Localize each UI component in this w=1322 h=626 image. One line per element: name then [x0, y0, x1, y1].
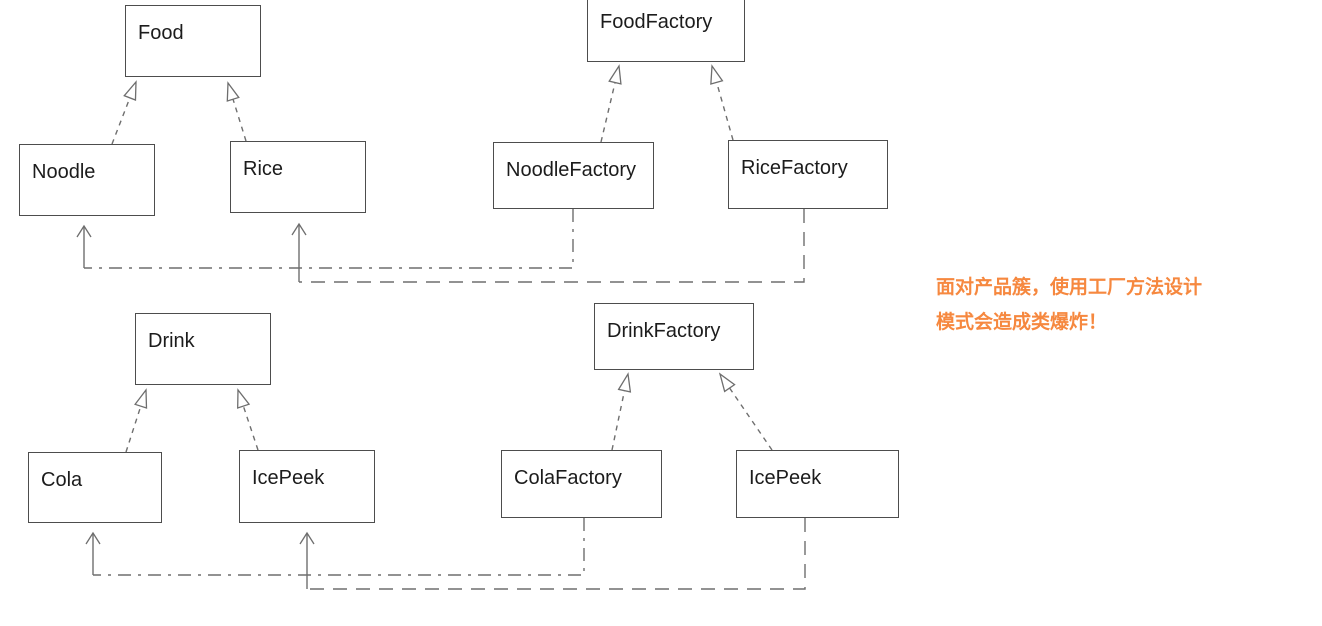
class-name-drink: Drink — [148, 330, 195, 352]
class-name-noodle: Noodle — [32, 161, 96, 183]
class-name-food: Food — [138, 22, 184, 44]
edge-rice-extends-food — [226, 81, 247, 142]
edge-noodle-extends-food — [111, 80, 137, 145]
annotation-line-1: 面对产品簇，使用工厂方法设计 — [936, 277, 1203, 298]
class-name-noodlefactory: NoodleFactory — [506, 159, 637, 181]
class-box-rice: Rice — [230, 141, 366, 213]
class-name-icepeek-factory: IcePeek — [749, 467, 822, 489]
class-name-colafactory: ColaFactory — [514, 467, 622, 489]
edge-colafactory-creates-cola-route — [93, 518, 585, 576]
class-box-noodle: Noodle — [19, 144, 155, 216]
class-name-foodfactory: FoodFactory — [600, 11, 713, 33]
edge-noodlefactory-extends-foodfactory — [600, 64, 622, 143]
annotation-note: 面对产品簇，使用工厂方法设计 模式会造成类爆炸！ — [936, 270, 1236, 340]
edge-icepeek-extends-drink — [237, 388, 259, 451]
class-name-ricefactory: RiceFactory — [741, 157, 848, 179]
class-box-ricefactory: RiceFactory — [728, 140, 888, 209]
class-box-noodlefactory: NoodleFactory — [493, 142, 654, 209]
edge-ricefactory-creates-rice-route — [299, 209, 805, 283]
edge-icepeekfactory-extends-drinkfactory — [718, 372, 773, 451]
edge-colafactory-extends-drinkfactory — [611, 372, 632, 451]
class-name-cola: Cola — [41, 469, 83, 491]
class-box-icepeek-product: IcePeek — [239, 450, 375, 523]
class-box-cola: Cola — [28, 452, 162, 523]
class-box-foodfactory: FoodFactory — [587, 0, 745, 62]
edge-noodlefactory-creates-noodle-route — [84, 209, 574, 269]
class-box-drink: Drink — [135, 313, 271, 385]
class-name-rice: Rice — [243, 158, 284, 180]
edge-ricefactory-extends-foodfactory — [710, 64, 734, 141]
class-box-food: Food — [125, 5, 261, 77]
class-name-icepeek-product: IcePeek — [252, 467, 325, 489]
edge-cola-extends-drink — [125, 388, 148, 453]
class-box-drinkfactory: DrinkFactory — [594, 303, 754, 370]
class-box-icepeek-factory: IcePeek — [736, 450, 899, 518]
edge-icepeekfactory-creates-icepeek-route — [307, 518, 806, 590]
annotation-line-2: 模式会造成类爆炸！ — [936, 312, 1108, 333]
class-box-colafactory: ColaFactory — [501, 450, 662, 518]
class-name-drinkfactory: DrinkFactory — [607, 320, 721, 342]
